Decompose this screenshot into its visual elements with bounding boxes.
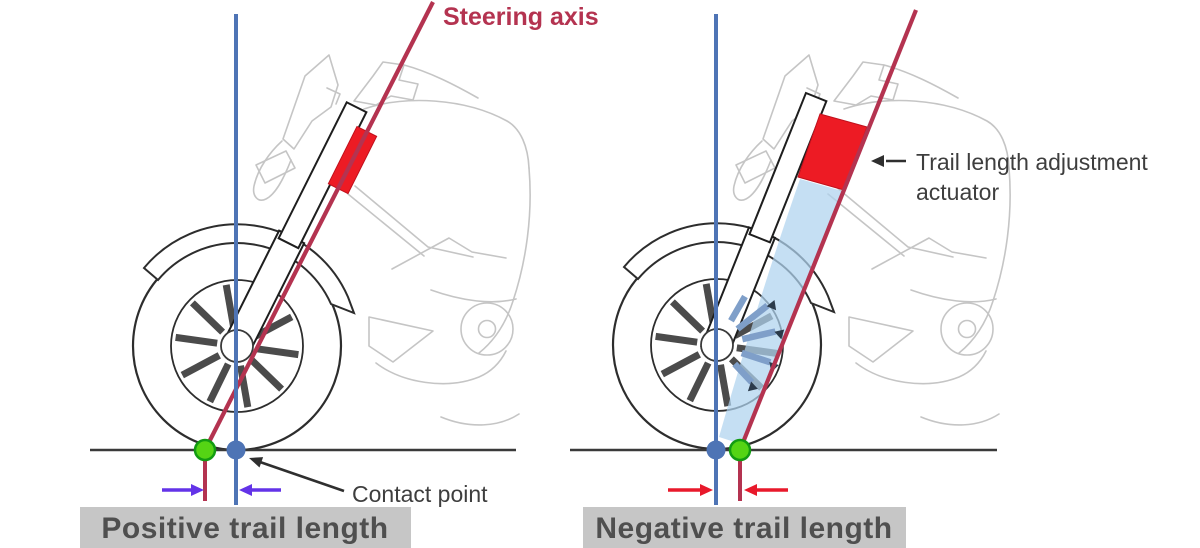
caption-background [80,507,411,548]
caption-label: Positive trail length [101,512,388,545]
steering-axis-line [203,1,435,451]
steering-axis-label: Steering axis [443,3,599,31]
negative-trail-caption: Negative trail length [583,507,906,548]
actuator-callout-arrowhead [871,155,884,167]
contact-point-arrowhead [249,457,264,468]
steering-axis-ground-dot [728,438,752,462]
actuator-callout: Trail length adjustment actuator [871,149,1148,205]
front-fork [220,100,378,359]
positive-trail-diagram: Contact point Positive trail length [80,1,531,548]
steering-axis-ground-dot [193,438,217,462]
contact-point-dot [706,440,726,460]
front-fork [700,91,828,358]
negative-trail-arrows [668,484,788,496]
actuator-label-line1: Trail length adjustment [916,149,1148,175]
positive-trail-arrows [162,484,281,496]
contact-point-dot [226,440,246,460]
contact-point-label: Contact point [352,481,488,507]
caption-background [583,507,906,548]
caption-label: Negative trail length [595,512,892,545]
contact-point-callout: Contact point [249,457,488,507]
negative-trail-diagram: Trail length adjustment actuator Negativ… [570,9,1148,548]
swept-ghost-spokes [728,294,777,385]
actuator-label-line2: actuator [916,179,999,205]
sweep-direction-arrowheads [747,300,785,392]
contact-point-arrow [259,460,345,493]
positive-trail-caption: Positive trail length [80,507,411,548]
steering-axis-line [738,9,918,451]
